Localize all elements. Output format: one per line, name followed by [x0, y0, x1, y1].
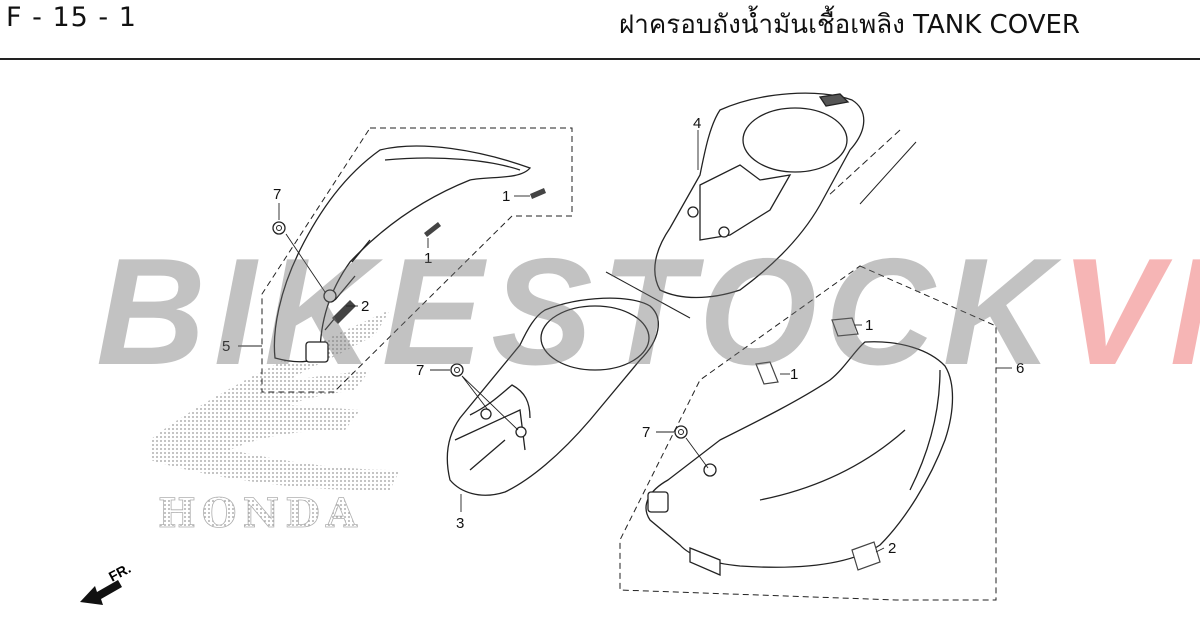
part-1-emblem-left-b: [424, 222, 441, 237]
part-6-right-tank-cover: [645, 341, 954, 576]
callout-2-right: 2: [888, 540, 896, 557]
front-direction-arrow: FR.: [80, 560, 133, 605]
part-3-center-tank-cover: [446, 297, 659, 496]
part-1-emblem-left-a: [530, 188, 546, 199]
callout-6: 6: [1016, 360, 1024, 377]
part-1-emblem-right-a: [831, 317, 859, 337]
page-title: ฝาครอบถังน้ำมันเชื้อเพลิง TANK COVER: [619, 10, 1080, 40]
part-4-tank-cover-upper: [654, 92, 865, 299]
part-2-emblem-left: [332, 300, 356, 324]
callout-1-right-a: 1: [865, 317, 873, 334]
callout-3: 3: [456, 515, 464, 532]
part-2-emblem-right: [851, 541, 881, 571]
callout-7-center: 7: [416, 362, 424, 379]
honda-wing-logo-shape: [150, 310, 400, 491]
header-divider: [0, 58, 1200, 60]
callout-7-right: 7: [642, 424, 650, 441]
part-1-emblem-right-b: [755, 361, 779, 385]
callout-4: 4: [693, 115, 701, 132]
part-4-bracket-line-b: [859, 141, 917, 205]
part-7-screw-right: [674, 425, 709, 469]
part-7-screw-left: [272, 221, 326, 293]
callout-1-left-b: 1: [424, 250, 432, 267]
page-code: F - 15 - 1: [6, 2, 137, 33]
part-5-left-tank-cover: [273, 145, 532, 363]
group-5-bracket: [261, 127, 573, 393]
group-6-bracket: [619, 265, 997, 601]
callout-1-right-b: 1: [790, 366, 798, 383]
callout-1-left-a: 1: [502, 188, 510, 205]
part-4-bracket-line-a: [827, 129, 901, 197]
honda-wing-logo: HONDA: [150, 310, 400, 537]
honda-logo-text: HONDA: [158, 490, 363, 537]
part-4-bracket-line-c: [605, 271, 691, 319]
callout-2-left: 2: [361, 298, 369, 315]
part-7-screw-center: [450, 363, 519, 431]
arrow-left-down-icon: [80, 580, 122, 605]
front-direction-label: FR.: [106, 560, 133, 585]
callout-5: 5: [222, 338, 230, 355]
callout-leader-lines: [238, 130, 1012, 553]
callout-7-left: 7: [273, 186, 281, 203]
